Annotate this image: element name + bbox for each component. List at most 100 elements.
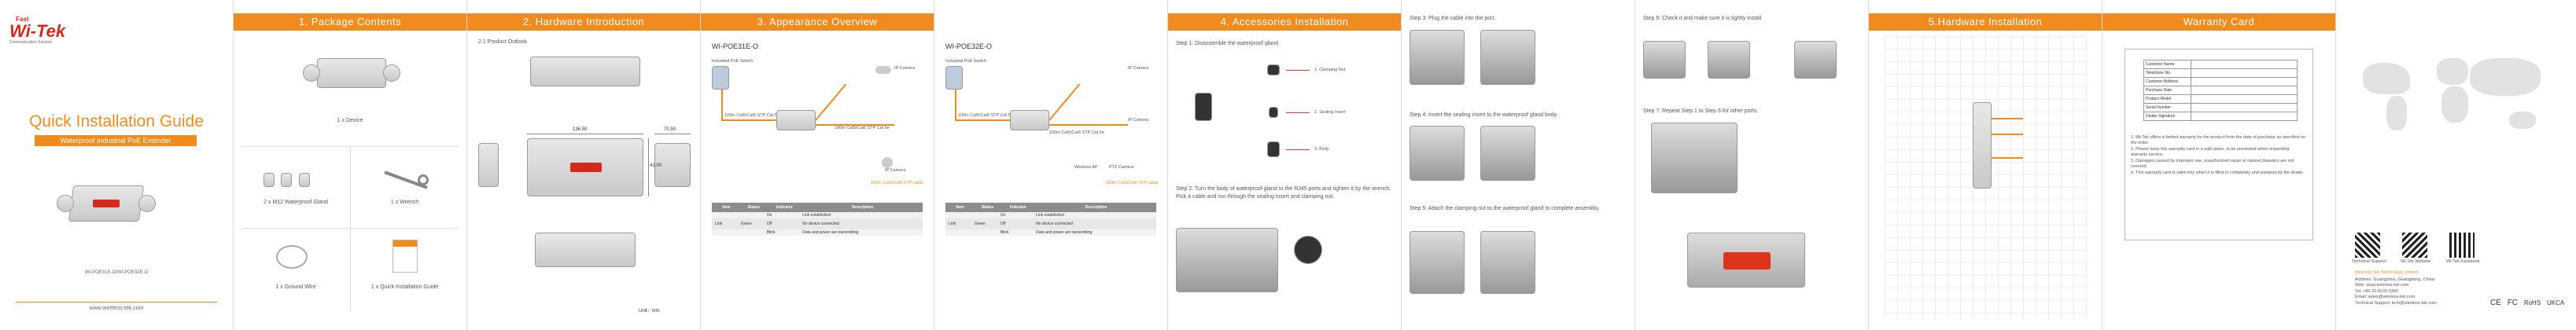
cert-logos: CE FC RoHS UKCA xyxy=(2490,299,2564,307)
table-row: Blink Data and power are transmitting xyxy=(712,229,923,236)
package-title: 1. Package Contents xyxy=(234,13,466,31)
warranty-note: 3. Damages caused by improper use, unaut… xyxy=(2131,158,2294,170)
qr-code-1[interactable] xyxy=(2355,233,2380,258)
step7-photo xyxy=(1651,123,1738,193)
table-row: Product Model xyxy=(2143,94,2298,104)
camera-icon-2 xyxy=(882,157,893,168)
dist-label-2: 100m Cat5/Cat6 STP Cat 5e xyxy=(835,126,890,130)
table-cell xyxy=(945,229,975,236)
warranty-table: Customer Name Telephone No. Customer Add… xyxy=(2143,60,2298,121)
bottom-view xyxy=(535,233,636,267)
qr-code-3[interactable] xyxy=(2449,233,2475,258)
installation-title: 5.Hardware Installation xyxy=(1869,13,2102,31)
brand-tagline: Communication Solution xyxy=(9,40,53,45)
ce-mark: CE xyxy=(2490,299,2501,307)
appearance-title: 3. Appearance Overview xyxy=(701,13,934,31)
model-31e: WI-POE31E-O xyxy=(712,42,759,50)
unit-label: Unit：mm xyxy=(639,309,660,314)
step6-photo-2 xyxy=(1708,41,1750,79)
ukca-mark: UKCA xyxy=(2546,299,2565,306)
table-cell: Link established xyxy=(1036,213,1064,218)
cover-title: Quick Installation Guide xyxy=(29,112,204,130)
extender-image xyxy=(776,110,816,130)
qr-code-2[interactable] xyxy=(2402,233,2427,258)
table-row: Dealer Signature xyxy=(2143,112,2298,121)
front-view xyxy=(527,138,643,196)
qr-label-3: Wi-Tek Facebook xyxy=(2446,259,2480,264)
table-cell: Product Model xyxy=(2143,94,2191,104)
part-label-3: 3. Body xyxy=(1314,147,1329,152)
table-cell xyxy=(741,212,767,218)
table-cell: No device connected xyxy=(802,222,839,226)
item-gland: 2 x M12 Waterproof Gland xyxy=(263,200,328,205)
table-head-cell: Item xyxy=(956,205,964,210)
table-cell: On xyxy=(766,213,772,218)
table-cell xyxy=(712,212,741,218)
ptz-label: PTZ Camera xyxy=(1109,165,1134,170)
table-cell: Data and power are transmitting xyxy=(802,230,859,235)
table-cell xyxy=(712,229,741,236)
product-image xyxy=(55,179,157,228)
table-cell xyxy=(975,229,1001,236)
package-panel: 1. Package Contents 1 x Device 2 x M12 W… xyxy=(234,0,467,330)
table-row: Link Green Off No device connected xyxy=(945,218,1156,229)
contact-line: Tel: +86-20-8225 5360 xyxy=(2355,288,2399,294)
step2-photo-cable xyxy=(1294,236,1322,264)
step2-text: Step 2: Turn the body of waterproof glan… xyxy=(1176,186,1391,200)
item-device: 1 x Device xyxy=(337,118,363,123)
step4-photo-1 xyxy=(1410,126,1465,181)
table-cell: Serial Number xyxy=(2143,103,2191,112)
table-cell: Purchase Date xyxy=(2143,86,2191,95)
cover-website: www.wireless-tek.com xyxy=(16,302,217,311)
table-cell xyxy=(741,229,767,236)
outlook-section: 2.1 Product Outlook xyxy=(478,39,527,45)
table-head-cell: Description xyxy=(1085,205,1107,210)
contact-line: Technical Support: tech@wireless-tek.com xyxy=(2355,300,2437,306)
rohs-mark: RoHS xyxy=(2523,299,2541,306)
contact-line: Web: www.wireless-tek.com xyxy=(2355,283,2409,288)
step3-photo-1 xyxy=(1410,30,1465,85)
step4-photo-2 xyxy=(1480,126,1535,181)
warranty-card xyxy=(2125,49,2313,240)
step1-text: Step 1: Disassemble the waterproof gland xyxy=(1176,41,1278,46)
final-device-photo xyxy=(1687,233,1805,288)
table-cell: Customer Address xyxy=(2143,77,2191,86)
table-head-cell: Indicator xyxy=(776,205,793,210)
accessories-title: 4. Accessories Installation xyxy=(1168,13,1401,31)
camera-label-32e-2: IP Camera xyxy=(1128,118,1149,123)
steps-panel-a: Step 3: Plug the cable into the port. St… xyxy=(1402,0,1635,330)
step5-photo-1 xyxy=(1410,231,1465,294)
contact-block: Address: Guangzhou, Guangdong, China Web… xyxy=(2355,277,2437,306)
extender-image-32e xyxy=(1010,110,1049,130)
table-cell: Link established xyxy=(802,213,831,218)
topology-label: Industrial PoE Switch xyxy=(712,59,753,64)
camera-label-1: IP Camera xyxy=(894,66,916,71)
table-cell xyxy=(945,212,975,218)
dim-length: 136.50 xyxy=(573,127,588,132)
table-row: Customer Name xyxy=(2143,60,2298,69)
camera-label-32e-1: IP Camera xyxy=(1128,66,1149,71)
warranty-note: 4. This warranty card is valid only when… xyxy=(2131,170,2305,175)
switch-image-32e xyxy=(945,66,963,90)
item-guide: 1 x Quick Installation Guide xyxy=(370,284,439,290)
steps-panel-b: Step 6: Check it and make sure it is tig… xyxy=(1635,0,1869,330)
item-wrench: 1 x Wrench xyxy=(390,200,419,205)
table-head-cell: Indicator xyxy=(1009,205,1026,210)
hardware-panel: 2. Hardware Introduction 2.1 Product Out… xyxy=(467,0,701,330)
brand-logo: Fast Wi-Tek Communication Solution xyxy=(9,16,65,45)
dist-label-32e-2: 100m Cat5/Cat6 STP Cat 5e xyxy=(1049,130,1104,135)
warranty-panel: Warranty Card Customer Name Telephone No… xyxy=(2102,0,2336,330)
step2-photo xyxy=(1176,228,1278,292)
switch-image xyxy=(712,66,729,90)
item-ground-wire: 1 x Ground Wire xyxy=(275,284,316,290)
topology-label-32e: Industrial PoE Switch xyxy=(945,59,986,64)
led-table: Item Status Indicator Description On Lin… xyxy=(712,203,923,236)
step3-photo-2 xyxy=(1480,30,1535,85)
table-cell: Link xyxy=(949,222,956,226)
table-cell: Off xyxy=(1000,222,1006,226)
table-row: Blink Data and power are transmitting xyxy=(945,229,1156,236)
step3-text: Step 3: Plug the cable into the port. xyxy=(1410,16,1496,21)
table-cell: Telephone No. xyxy=(2143,68,2191,78)
table-head-cell: Description xyxy=(851,205,874,210)
brand-top: Fast xyxy=(16,16,29,23)
